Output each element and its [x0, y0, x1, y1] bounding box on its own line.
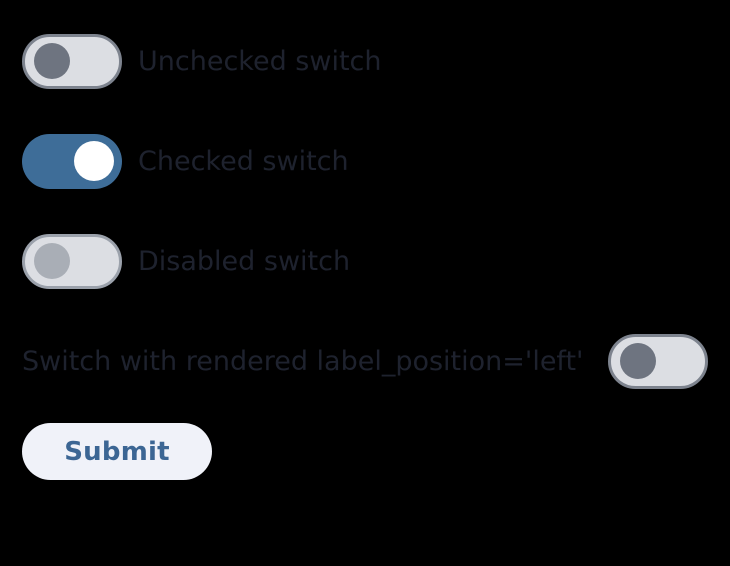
- checked-switch-toggle[interactable]: [22, 133, 122, 189]
- switch-row-left-label: Switch with rendered label_position='lef…: [22, 333, 708, 389]
- left-label-switch-label: Switch with rendered label_position='lef…: [22, 345, 584, 377]
- submit-button[interactable]: Submit: [22, 423, 212, 480]
- switch-row-disabled: Disabled switch: [22, 233, 350, 289]
- left-label-switch-toggle[interactable]: [608, 333, 708, 389]
- switch-knob-icon: [34, 243, 70, 279]
- unchecked-switch-toggle[interactable]: [22, 33, 122, 89]
- disabled-switch-label: Disabled switch: [138, 245, 351, 277]
- switch-row-unchecked: Unchecked switch: [22, 33, 382, 89]
- switch-row-checked: Checked switch: [22, 133, 349, 189]
- unchecked-switch-label: Unchecked switch: [138, 45, 382, 77]
- switch-knob-icon: [620, 343, 656, 379]
- checked-switch-label: Checked switch: [138, 145, 349, 177]
- switch-knob-icon: [34, 43, 70, 79]
- switch-knob-icon: [74, 141, 114, 181]
- disabled-switch-toggle: [22, 233, 122, 289]
